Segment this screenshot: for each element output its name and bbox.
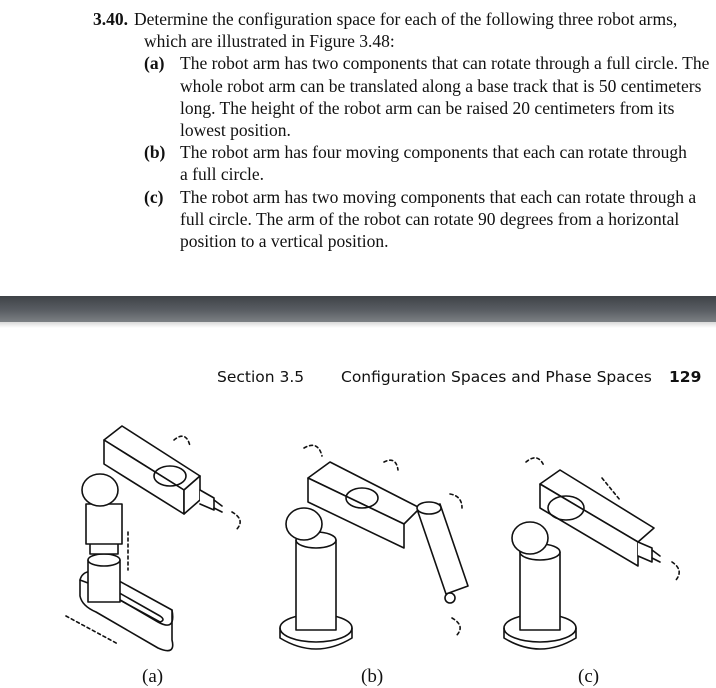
part-c-line: full circle. The arm of the robot can ro… (180, 208, 680, 229)
robot-arm-figure (65, 425, 680, 652)
robot-b-forearm-joint (416, 501, 442, 515)
robot-b-base-side (279, 627, 353, 650)
problem-intro: 3.40. Determine the configuration space f… (93, 8, 716, 30)
robot-a-shoulder-joint (81, 473, 119, 507)
part-b-line: a full circle. (180, 164, 265, 185)
robot-a-base-side (79, 579, 174, 652)
robot-a-gripper (213, 499, 223, 513)
robot-c-gripper (651, 549, 661, 563)
figure-caption-c: (c) (578, 666, 600, 687)
robot-a-lower-column-top (87, 553, 121, 567)
robot-b-rotation-arrow-top (303, 444, 323, 457)
robot-b-elbow-joint (345, 487, 379, 509)
part-b-line: The robot arm has four moving components… (180, 142, 687, 163)
part-b-label: (b) (144, 142, 166, 163)
robot-a-rotation-arrow-top (173, 435, 191, 447)
robot-a-upper-column (85, 503, 123, 545)
part-a-line: The robot arm has two components that ca… (180, 53, 710, 74)
robot-a-wrist (199, 489, 215, 511)
part-c-label: (c) (144, 186, 164, 207)
exercise-page: 3.40. Determine the configuration space f… (0, 0, 716, 296)
part-a-label: (a) (144, 53, 165, 74)
robot-c-pivot-joint (547, 495, 585, 521)
problem-3-40: 3.40. Determine the configuration space f… (93, 8, 716, 252)
robot-b-rotation-arrow-wrist (451, 617, 461, 637)
problem-number: 3.40. (93, 9, 128, 29)
robot-c-shoulder-joint (511, 521, 549, 555)
part-a-line: lowest position. (180, 120, 291, 141)
robot-b-rotation-arrow-forearm (449, 493, 463, 509)
part-c: (c) The robot arm has two moving compone… (93, 186, 716, 253)
robot-c-column (519, 551, 561, 631)
page-number: 129 (669, 368, 702, 386)
robot-c-wrist (637, 541, 653, 563)
figure-caption-b: (b) (361, 666, 384, 687)
robot-c-arm-side (539, 483, 639, 567)
robot-c-rotation-arrow-top (525, 457, 545, 467)
figure-caption-a: (a) (142, 666, 164, 687)
robot-a-elbow-joint (153, 465, 187, 487)
problem-intro-line-1: Determine the configuration space for ea… (134, 9, 678, 29)
robot-a-illustration (65, 425, 241, 652)
robot-c-illustration (503, 457, 680, 650)
header-section: Section 3.5 (217, 368, 305, 386)
robot-b-illustration (279, 444, 469, 650)
robot-c-base-side (503, 627, 577, 650)
problem-intro-line-2: which are illustrated in Figure 3.48: (144, 31, 395, 52)
divider-shadow (0, 322, 716, 328)
robot-a-rotation-arrow-wrist (231, 511, 241, 531)
part-a-line: whole robot arm can be translated along … (180, 75, 702, 96)
robot-c-rotation-arrow-wrist (671, 561, 680, 581)
robot-b-wrist-joint (444, 592, 456, 604)
part-a-line: long. The height of the robot arm can be… (180, 97, 675, 118)
robot-b-arm-side (307, 477, 405, 549)
part-c-line: The robot arm has two moving components … (180, 186, 697, 207)
page-divider (0, 296, 716, 328)
part-c-line: position to a vertical position. (180, 231, 389, 252)
part-b: (b) The robot arm has four moving compon… (93, 141, 716, 185)
robot-b-forearm (417, 503, 469, 595)
header-title: Configuration Spaces and Phase Spaces (341, 368, 652, 386)
robot-a-track-arrow (65, 615, 119, 645)
robot-b-rotation-arrow-elbow (383, 459, 399, 471)
robot-b-column (295, 539, 337, 631)
robot-b-shoulder-joint (285, 507, 323, 541)
robot-a-lower-column (87, 559, 121, 603)
part-a: (a) The robot arm has two components tha… (93, 52, 716, 141)
robot-c-tilt-arrow (601, 477, 621, 501)
